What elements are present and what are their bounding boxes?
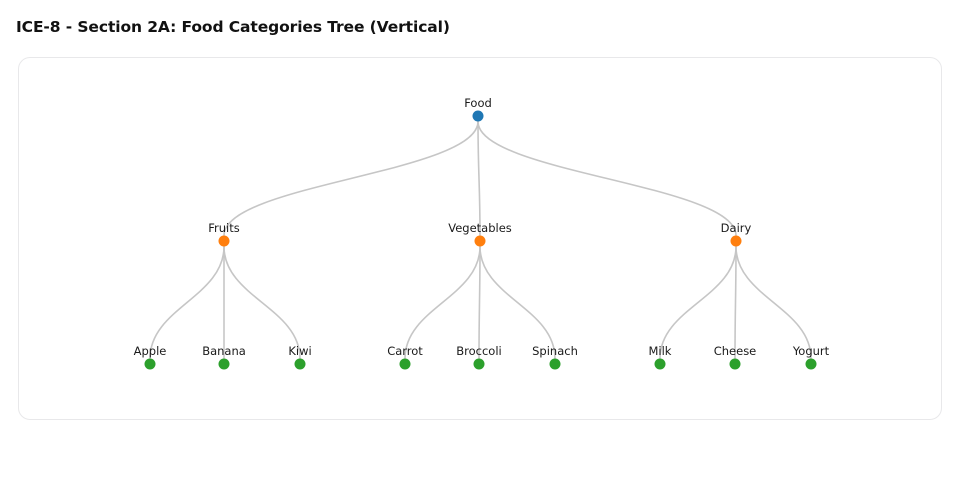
tree-diagram-card: [18, 57, 942, 420]
page-title: ICE-8 - Section 2A: Food Categories Tree…: [16, 18, 450, 36]
